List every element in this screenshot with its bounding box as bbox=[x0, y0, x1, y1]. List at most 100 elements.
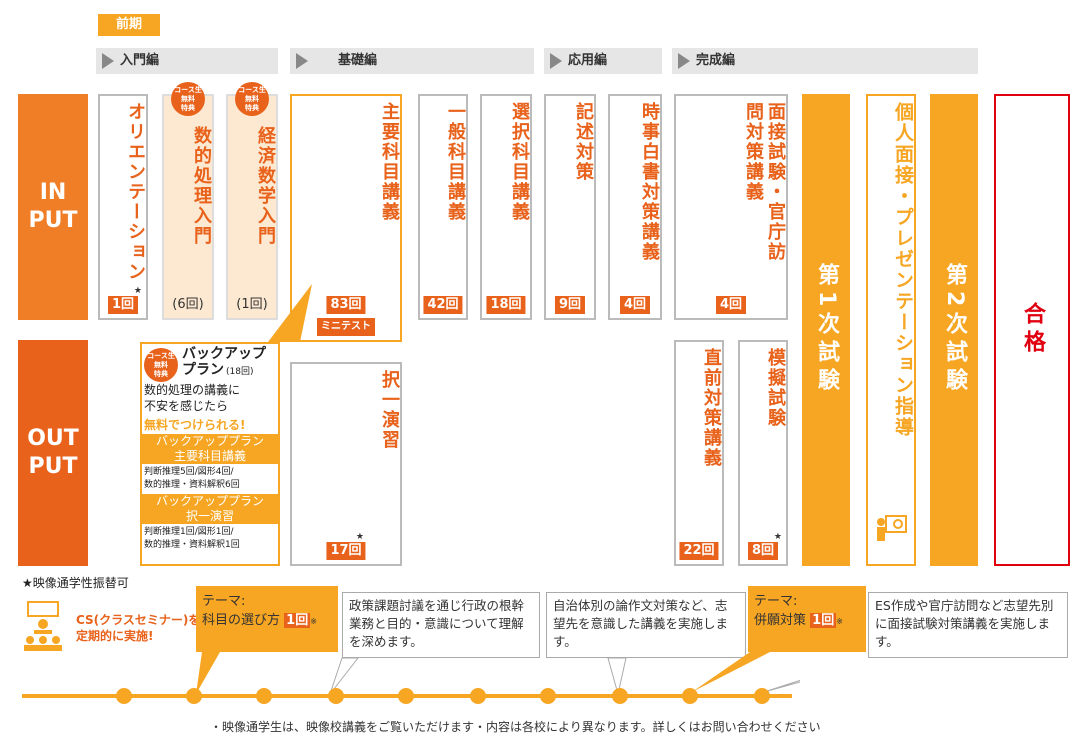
phase-applied-label: 応用編 bbox=[568, 53, 608, 68]
phase-basic: 基礎編 bbox=[290, 48, 534, 74]
backup-count: (18回) bbox=[226, 367, 254, 377]
timeline-dot bbox=[186, 688, 202, 704]
info-1: 政策課題討議を通じ行政の根幹業務と目的・意識について理解を深めます。 bbox=[342, 592, 540, 658]
course-final-prep: 直前対策講義 22回 bbox=[674, 340, 724, 566]
input-label: IN PUT bbox=[18, 94, 88, 320]
course-label: 記述対策 bbox=[573, 102, 594, 182]
timeline-dot bbox=[682, 688, 698, 704]
star-icon: ★ bbox=[773, 532, 782, 542]
pass-label: 合格 bbox=[1020, 302, 1045, 358]
cs-label: CS(クラスセミナー)を 定期的に実施! bbox=[76, 613, 201, 643]
timeline-dot bbox=[256, 688, 272, 704]
course-label: 直前対策講義 bbox=[701, 348, 722, 468]
course-count: (6回) bbox=[172, 297, 204, 312]
course-essay: 記述対策 9回 bbox=[544, 94, 596, 320]
presentation-icon bbox=[877, 515, 907, 541]
backup-desc: 数的処理の講義に 不安を感じたら bbox=[144, 383, 241, 413]
theme-1-count: 1回 bbox=[284, 613, 311, 628]
backup-plan1-detail: 判断推理5回/図形4回/ 数的推理・資料解釈6回 bbox=[144, 467, 240, 490]
phase-complete: 完成編 bbox=[672, 48, 978, 74]
theme-2-count: 1回 bbox=[810, 613, 837, 628]
course-white-paper: 時事白書対策講義 4回 bbox=[608, 94, 662, 320]
phase-intro: 入門編 bbox=[96, 48, 278, 74]
callout-pointer bbox=[268, 284, 312, 342]
first-exam: 第1次試験 bbox=[802, 94, 850, 566]
course-label: オリエンテーション bbox=[125, 102, 146, 282]
star-icon: ★ bbox=[355, 532, 364, 542]
course-interview: 面接試験・官庁訪問対策講義 4回 bbox=[674, 94, 788, 320]
timeline-dot bbox=[116, 688, 132, 704]
backup-plan1-title: バックアッププラン 主要科目講義 bbox=[142, 434, 278, 464]
info-2: 自治体別の論作文対策など、志望先を意識した講義を実施します。 bbox=[546, 592, 746, 658]
timeline-dot bbox=[754, 688, 770, 704]
timeline-dot bbox=[328, 688, 344, 704]
free-benefit-badge: コース生 無料 特典 bbox=[144, 348, 178, 382]
first-exam-label: 第1次試験 bbox=[814, 263, 839, 397]
course-label: 一般科目講義 bbox=[445, 102, 466, 222]
theme-2: テーマ: 併願対策 1回※ bbox=[748, 586, 866, 652]
theme-1-text: 科目の選び方 bbox=[202, 613, 281, 628]
course-count: 1回 bbox=[107, 296, 139, 314]
arrow-icon bbox=[550, 53, 562, 69]
term-label: 前期 bbox=[98, 14, 160, 36]
phase-intro-label: 入門編 bbox=[120, 53, 160, 68]
course-label: 数的処理入門 bbox=[191, 126, 212, 246]
course-count: 83回 bbox=[326, 296, 366, 314]
course-elective-subjects: 選択科目講義 18回 bbox=[480, 94, 532, 320]
course-count: (1回) bbox=[236, 297, 268, 312]
arrow-icon bbox=[296, 53, 308, 69]
free-benefit-badge: コース生 無料 特典 bbox=[235, 82, 269, 116]
course-econ-math: 経済数学入門 (1回) bbox=[226, 94, 278, 320]
backup-title: バックアップ プラン bbox=[182, 346, 266, 378]
star-icon: ★ bbox=[133, 286, 142, 296]
backup-free: 無料でつけられる! bbox=[144, 418, 246, 432]
phase-applied: 応用編 bbox=[544, 48, 662, 74]
theme-2-title: テーマ: bbox=[754, 594, 798, 609]
course-main-subjects: 主要科目講義 83回 ミニテスト bbox=[290, 94, 402, 342]
course-count: 4回 bbox=[619, 296, 651, 314]
backup-plan2-detail: 判断推理1回/図形1回/ 数的推理・資料解釈1回 bbox=[144, 527, 240, 550]
footer-note: ・映像通学生は、映像校講義をご覧いただけます・内容は各校により異なります。詳しく… bbox=[210, 720, 821, 734]
theme-1-title: テーマ: bbox=[202, 594, 246, 609]
seminar-icon bbox=[24, 601, 62, 651]
course-label: 面接試験・官庁訪問対策講義 bbox=[743, 102, 786, 262]
free-benefit-badge: コース生 無料 特典 bbox=[171, 82, 205, 116]
backup-plan-panel: コース生 無料 特典 バックアップ プラン (18回) 数的処理の講義に 不安を… bbox=[140, 342, 280, 566]
course-count: 8回 bbox=[747, 542, 779, 560]
output-label: OUT PUT bbox=[18, 340, 88, 566]
course-count: 22回 bbox=[679, 542, 719, 560]
course-label: 択一演習 bbox=[379, 370, 400, 450]
backup-plan2-title: バックアッププラン 択一演習 bbox=[142, 494, 278, 524]
course-general-subjects: 一般科目講義 42回 bbox=[418, 94, 468, 320]
course-label: 主要科目講義 bbox=[379, 102, 400, 222]
course-orientation: オリエンテーション ★ 1回 bbox=[98, 94, 148, 320]
timeline-dot bbox=[398, 688, 414, 704]
individual-guidance-label: 個人面接・プレゼンテーション指導 bbox=[892, 102, 914, 438]
course-count: 17回 bbox=[326, 542, 366, 560]
timeline-dot bbox=[470, 688, 486, 704]
timeline-dot bbox=[612, 688, 628, 704]
timeline-dot bbox=[540, 688, 556, 704]
theme-1: テーマ: 科目の選び方 1回※ bbox=[196, 586, 338, 652]
course-label: 模擬試験 bbox=[765, 348, 786, 428]
pass-box: 合格 bbox=[994, 94, 1070, 566]
phase-complete-label: 完成編 bbox=[696, 53, 736, 68]
mini-test-label: ミニテスト bbox=[317, 318, 375, 336]
star-note: ★映像通学性振替可 bbox=[22, 576, 129, 590]
course-label: 選択科目講義 bbox=[509, 102, 530, 222]
phase-basic-label: 基礎編 bbox=[338, 53, 378, 68]
individual-guidance: 個人面接・プレゼンテーション指導 bbox=[866, 94, 916, 566]
theme-2-text: 併願対策 bbox=[754, 613, 807, 628]
course-mock-exam: 模擬試験 ★ 8回 bbox=[738, 340, 788, 566]
arrow-icon bbox=[102, 53, 114, 69]
course-label: 時事白書対策講義 bbox=[639, 102, 660, 262]
info-3: ES作成や官庁訪問など志望先別に面接試験対策講義を実施します。 bbox=[868, 592, 1068, 658]
course-label: 経済数学入門 bbox=[255, 126, 276, 246]
second-exam-label: 第2次試験 bbox=[942, 263, 967, 397]
course-count: 4回 bbox=[715, 296, 747, 314]
course-count: 18回 bbox=[486, 296, 526, 314]
course-practice: 択一演習 ★ 17回 bbox=[290, 362, 402, 566]
course-count: 9回 bbox=[554, 296, 586, 314]
second-exam: 第2次試験 bbox=[930, 94, 978, 566]
course-math-processing: 数的処理入門 (6回) bbox=[162, 94, 214, 320]
